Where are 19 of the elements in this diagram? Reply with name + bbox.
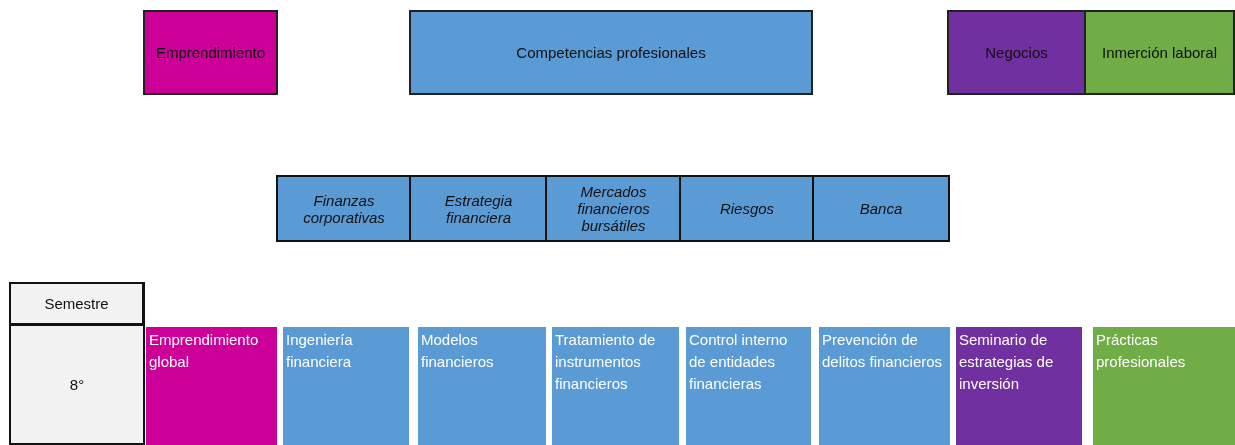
- course-box: Prevención de delitos financieros: [819, 327, 950, 445]
- course-box: Emprendimiento global: [146, 327, 277, 445]
- course-box: Tratamiento de instrumentos financieros: [552, 327, 679, 445]
- category-header-box: Emprendimiento: [143, 10, 278, 95]
- category-header-box: Negocios: [947, 10, 1086, 95]
- topic-box: Mercados financieros bursátiles: [545, 175, 682, 242]
- category-header-box: Competencias profesionales: [409, 10, 813, 95]
- topic-box: Estrategia financiera: [409, 175, 548, 242]
- category-header-box: Inmerción laboral: [1084, 10, 1235, 95]
- course-box: Modelos financieros: [418, 327, 546, 445]
- semester-cell: 8°: [9, 324, 145, 445]
- topic-box: Banca: [812, 175, 950, 242]
- course-box: Seminario de estrategias de inversión: [956, 327, 1082, 445]
- semester-cell: Semestre: [9, 282, 145, 326]
- topic-box: Riesgos: [679, 175, 815, 242]
- course-box: Ingeniería financiera: [283, 327, 409, 445]
- topic-box: Finanzas corporativas: [276, 175, 412, 242]
- course-box: Prácticas profesionales: [1093, 327, 1235, 445]
- course-box: Control interno de entidades financieras: [686, 327, 811, 445]
